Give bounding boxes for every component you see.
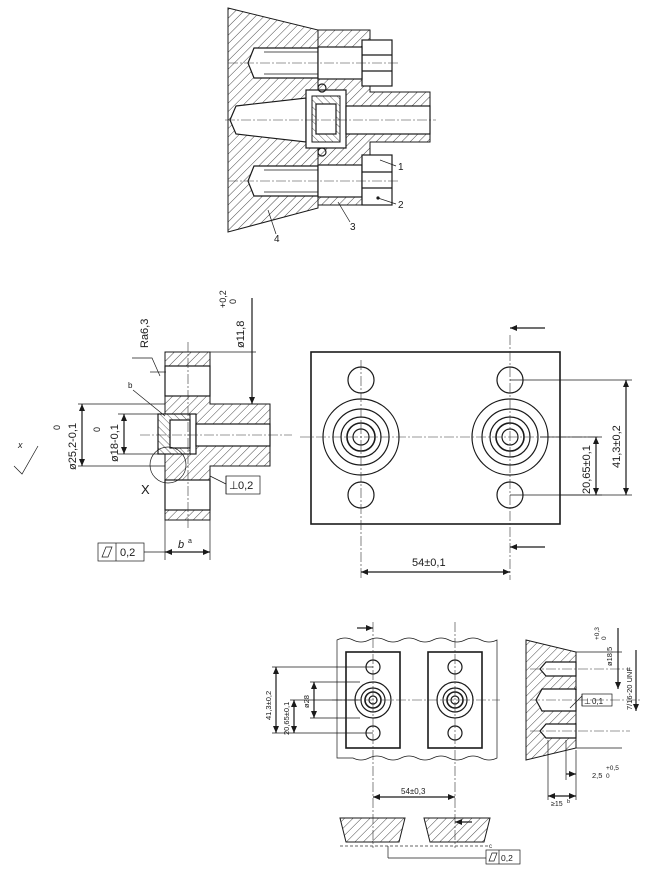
section-dia-tol-lower: 0 [601, 636, 608, 640]
callout-4: 4 [274, 234, 280, 245]
dim-dia-outer-tol: 0 [52, 425, 62, 430]
bottom-dim-54: 54±0,3 [401, 787, 426, 796]
bottom-dim-41-3: 41,3±0,2 [264, 691, 273, 720]
plate-dim-41-3: 41,3±0,2 [611, 425, 623, 468]
label-b: b [128, 381, 133, 390]
callout-2: 2 [398, 200, 404, 211]
dim-dia-main-tol-lower: 0 [228, 299, 238, 304]
section-depth-tol-lower: 0 [606, 773, 610, 780]
section-depth-note: b [567, 799, 570, 805]
perp-value: 0,2 [238, 480, 253, 492]
bottom-dim-dia-28: ø28 [302, 695, 311, 708]
plate-view: 54±0,1 20,65±0,1 41,3±0,2 [300, 325, 632, 580]
dim-dia-inner-tol: 0 [92, 427, 102, 432]
dim-dia-outer: ø25,2-0,1 [67, 423, 79, 470]
bottom-section-view: ø18,5 +0,3 0 7/16-20 UNF ⊥ 0,1 c ≥15 b 2… [525, 627, 640, 808]
section-dia-tol-upper: +0,3 [594, 627, 601, 640]
center-port [229, 97, 307, 143]
bottom-dim-20-65: 20,65±0,1 [282, 702, 291, 735]
section-perp-value: 0,1 [592, 697, 604, 706]
o-ring-bottom [317, 147, 327, 157]
section-depth-small: 2,5 [592, 771, 602, 780]
callout-3: 3 [350, 222, 356, 233]
plate-dim-20-65: 20,65±0,1 [581, 445, 593, 494]
dim-dia-inner: ø18-0,1 [109, 424, 121, 462]
section-depth-min: ≥15 [551, 801, 563, 808]
section-dia-18-5: ø18,5 [605, 647, 614, 666]
bottom-flatness-frame [485, 849, 521, 865]
pad-profile-right [423, 817, 491, 843]
bottom-plan-view: 41,3±0,2 20,65±0,1 ø28 54±0,3 0,2 c [264, 622, 521, 865]
bottom-bolt-head [361, 154, 393, 206]
detail-circle-x [149, 446, 187, 484]
plate-outline [310, 351, 561, 525]
section-thread: 7/16-20 UNF [625, 667, 634, 710]
section-label-c: c [574, 686, 577, 692]
bottom-plan-outline [336, 637, 498, 761]
bottom-flatness-value: 0,2 [501, 853, 513, 863]
section-depth-tol-upper: +0,5 [606, 765, 619, 772]
section-perp-symbol: ⊥ [584, 697, 591, 706]
dim-dia-main-tol-upper: +0,2 [218, 290, 228, 308]
bottom-flatness-c: c [489, 844, 492, 850]
surface-finish: Ra6,3 [139, 319, 151, 348]
flatness-value: 0,2 [120, 547, 135, 559]
pad-profile-left [339, 817, 406, 843]
width-b: b [178, 539, 184, 551]
plate-dim-54: 54±0,1 [412, 557, 446, 569]
callout-1: 1 [398, 162, 404, 173]
assembly-section: 1 2 3 4 [225, 7, 436, 245]
port-detail-section: X b Ra6,3 x ø11,8 +0,2 0 ø25,2-0,1 0 ø18… [13, 290, 292, 562]
perp-symbol: ⊥ [229, 480, 239, 492]
detail-label-x: X [141, 482, 150, 497]
dim-dia-main: ø11,8 [235, 321, 247, 348]
width-note-a: a [188, 538, 192, 545]
o-ring-top [317, 83, 327, 93]
finish-x-label: x [17, 440, 23, 450]
